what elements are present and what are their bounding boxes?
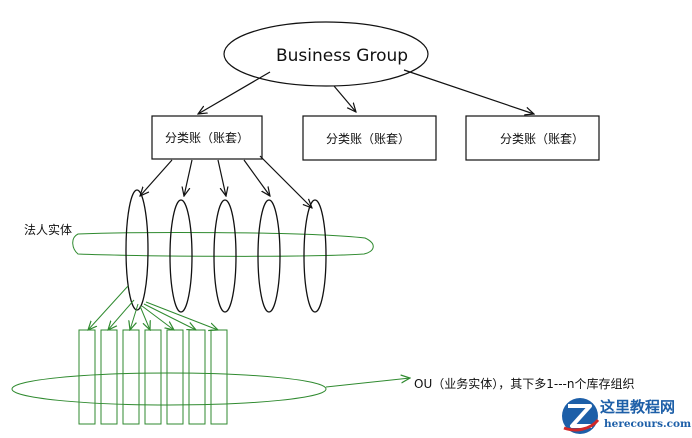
ou-column-2 (100, 329, 118, 425)
legal-entity-band (72, 232, 374, 257)
ou-column-4 (144, 329, 162, 425)
business-group-label: Business Group (276, 46, 408, 66)
arrow-root-ledger-3 (403, 69, 534, 114)
ledger-node-1: 分类账（账套） (151, 115, 263, 160)
arrow-root-ledger-1 (198, 71, 271, 114)
arrow-ledger-le-4 (243, 159, 270, 196)
ledger-label-1: 分类账（账套） (165, 131, 249, 145)
watermark-title: 这里教程网 (600, 398, 676, 416)
legal-entity-label: 法人实体 (24, 222, 72, 237)
ou-column-6 (188, 329, 206, 425)
watermark-url: herecours.com (604, 418, 692, 430)
legal-entity-ellipse-3 (213, 199, 237, 313)
ledger-node-3: 分类账（账套） (465, 115, 600, 161)
watermark: 这里教程网 herecours.com (558, 392, 692, 438)
ledger-node-2: 分类账（账套） (302, 115, 437, 161)
ou-column-1 (78, 329, 96, 425)
arrow-root-ledger-2 (333, 85, 356, 112)
arrow-ledger-le-3 (217, 159, 226, 196)
ou-column-7 (210, 329, 228, 425)
legal-entity-ellipse-4 (257, 199, 281, 313)
arrow-ledger-le-1 (140, 159, 173, 196)
legal-entity-ellipse-1 (125, 189, 149, 311)
arrow-ledger-le-5 (259, 155, 312, 208)
ou-arrow (325, 378, 410, 388)
ou-label: OU（业务实体），其下多1---n个库存组织 (414, 376, 634, 391)
ledger-label-2: 分类账（账套） (326, 132, 410, 146)
ou-columns (78, 329, 228, 425)
ledger-label-3: 分类账（账套） (500, 132, 584, 146)
ou-ellipse (11, 372, 327, 406)
ou-column-5 (166, 329, 184, 425)
le-to-ou-arrows (88, 285, 218, 330)
legal-entity-ellipse-5 (303, 199, 327, 313)
ou-column-3 (122, 329, 140, 425)
legal-entity-ellipse-2 (169, 199, 193, 313)
business-group-node (223, 21, 429, 87)
watermark-logo-icon (562, 398, 600, 434)
arrow-ledger-le-2 (184, 159, 193, 196)
